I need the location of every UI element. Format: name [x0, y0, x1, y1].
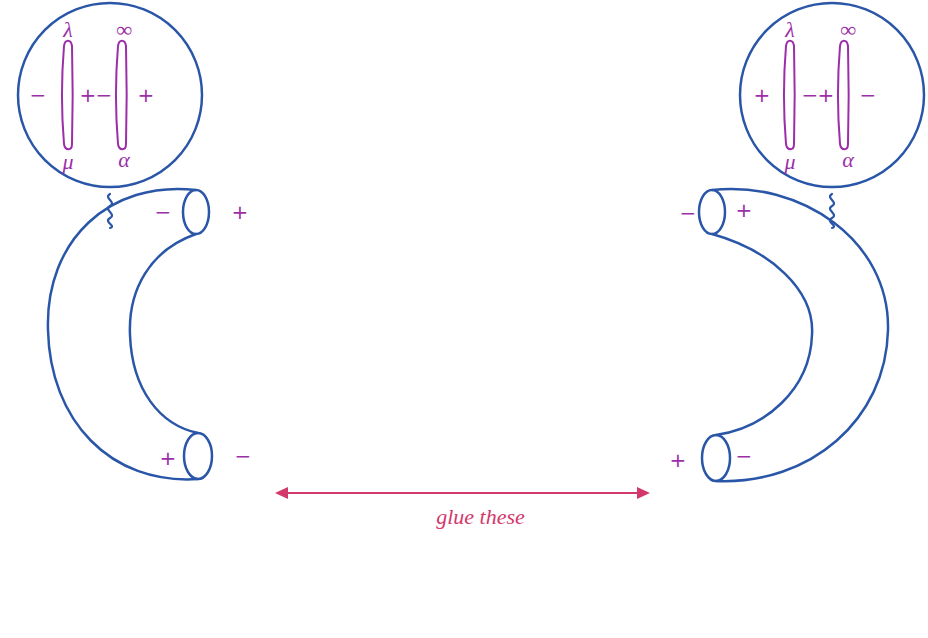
boundary-circle — [184, 433, 212, 479]
boundary-circle — [702, 435, 730, 481]
sign-label: + — [232, 202, 249, 222]
sign-label: − — [235, 446, 252, 466]
node-shape — [650, 180, 905, 500]
disk-node: λ∞−+−+μα — [16, 1, 204, 189]
arc-band — [116, 41, 127, 150]
homeomorphism-squiggle — [108, 194, 112, 228]
arc-band — [838, 41, 849, 150]
sign-label: + — [138, 85, 155, 105]
endpoint-label: α — [118, 149, 130, 171]
sign-label: − — [30, 85, 47, 105]
endpoint-label: ∞ — [116, 19, 132, 41]
boundary-circle — [699, 190, 725, 234]
endpoint-label: α — [842, 149, 854, 171]
disk-outline — [740, 3, 924, 187]
glue-arrow — [275, 487, 650, 499]
surface-outline — [130, 234, 198, 433]
sign-label: + — [818, 85, 835, 105]
arc-band — [784, 41, 795, 150]
sign-label: + — [754, 85, 771, 105]
sign-label: + — [160, 448, 177, 468]
disk-outline — [18, 3, 202, 187]
boundary-circle — [183, 190, 209, 234]
sign-label: − — [680, 203, 697, 223]
endpoint-label: μ — [784, 151, 795, 173]
sign-label: − — [736, 446, 753, 466]
sign-label: + — [736, 200, 753, 220]
endpoint-label: ∞ — [840, 19, 856, 41]
sign-label: − — [96, 85, 113, 105]
edge-label: glue these — [433, 505, 528, 529]
endpoint-label: λ — [63, 19, 73, 41]
surface-node: − + + − — [40, 180, 275, 500]
arc-band — [62, 41, 73, 150]
sign-label: + — [80, 85, 97, 105]
surface-outline — [712, 234, 812, 435]
sign-label: − — [802, 85, 819, 105]
surface-node: − + + − — [650, 180, 905, 500]
endpoint-label: μ — [62, 151, 73, 173]
sign-label: + — [670, 450, 687, 470]
disk-node: λ∞+−+−μα — [738, 1, 926, 189]
endpoint-label: λ — [785, 19, 795, 41]
sign-label: − — [860, 85, 877, 105]
sign-label: − — [155, 202, 172, 222]
surface-outline — [712, 189, 888, 481]
surface-outline — [48, 189, 198, 479]
